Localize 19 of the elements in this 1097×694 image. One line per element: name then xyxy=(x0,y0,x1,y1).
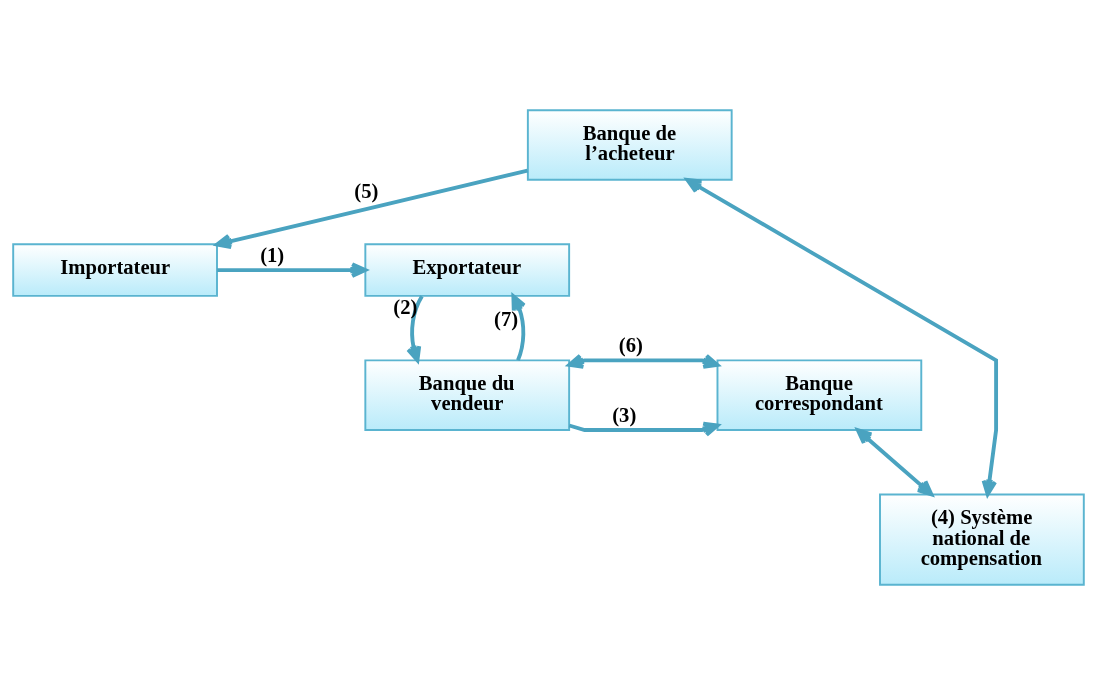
arrow xyxy=(217,261,368,278)
arrow xyxy=(215,168,528,249)
node-box: Exportateur xyxy=(364,242,571,297)
arrow xyxy=(855,427,934,496)
arrow xyxy=(406,294,424,362)
node-box: Importateur xyxy=(12,242,218,297)
edge-label: (1) xyxy=(260,243,285,266)
arrow xyxy=(685,177,999,496)
node-box: Banque de l’acheteur xyxy=(526,108,733,181)
arrow xyxy=(567,353,720,369)
node-box: Banque du vendeur xyxy=(364,358,571,431)
arrow xyxy=(511,293,527,361)
node-box: Banque correspondant xyxy=(716,358,923,431)
edge-label: (6) xyxy=(618,333,643,356)
edge-label: (5) xyxy=(354,179,379,202)
edge-label: (7) xyxy=(494,307,519,330)
edge-label: (3) xyxy=(612,403,637,426)
arrow xyxy=(568,421,720,437)
node-box: (4) Système national de compensation xyxy=(879,493,1085,586)
